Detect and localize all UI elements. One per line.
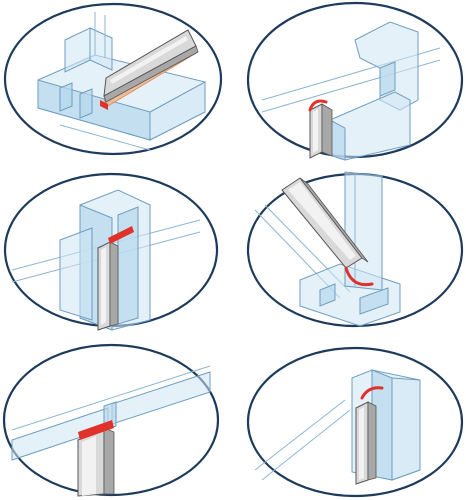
panel-1 [3,2,223,156]
panel-5-seal-strip [77,420,115,497]
panel-6 [246,346,464,498]
panel-3-seal-strip [97,226,134,331]
panel-3 [3,172,219,331]
panel-1-seal-strip [100,29,199,110]
panel-2-seal-strip [308,99,333,159]
panel-6-seal-strip [355,386,384,485]
panel-4 [246,171,464,328]
panel-2-door-edge [261,21,441,161]
panel-5 [2,343,220,497]
panel-4-seal-strip [281,177,374,287]
panel-2 [246,1,464,161]
